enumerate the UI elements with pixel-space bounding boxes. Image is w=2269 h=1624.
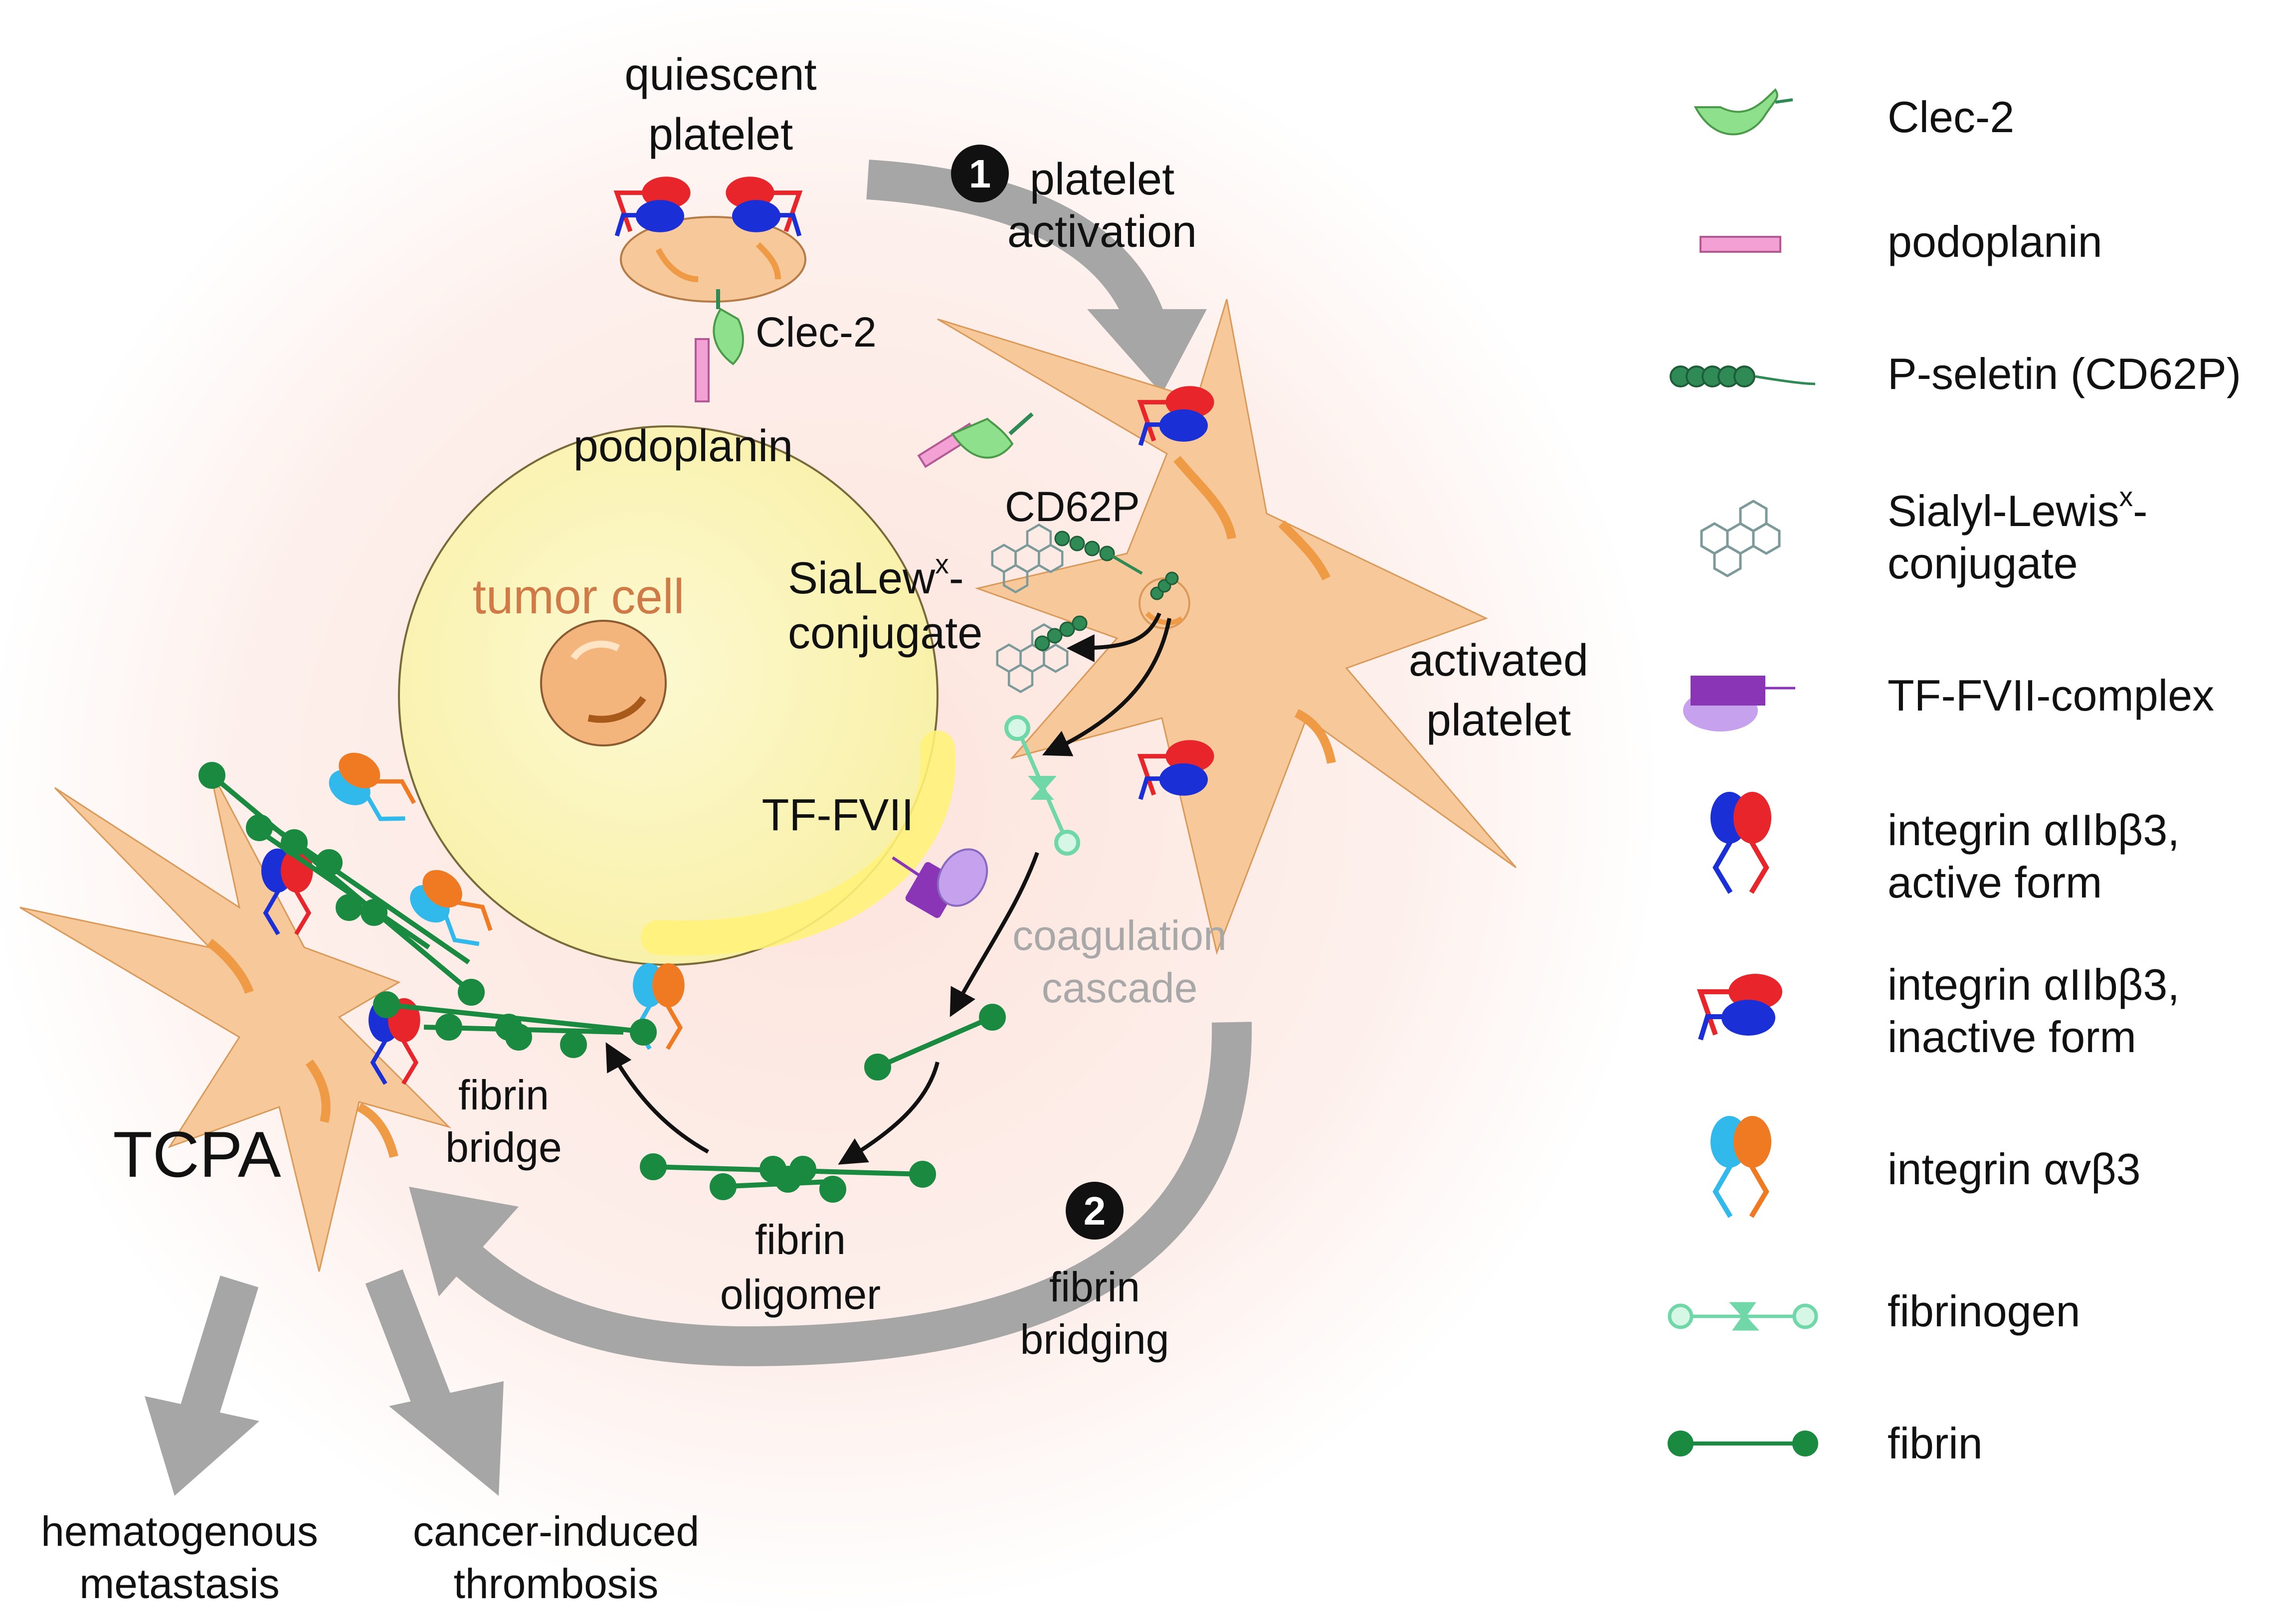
legend-label-2: conjugate	[1888, 539, 2078, 588]
fibrin-bridging-label-2: bridging	[1020, 1316, 1169, 1363]
legend-label: P-seletin (CD62P)	[1888, 349, 2241, 398]
activated-platelet-label-2: platelet	[1426, 696, 1571, 745]
legend-integrin-inactive: integrin αIIbβ3, inactive form	[1701, 960, 2180, 1062]
legend-label-1: integrin αIIbβ3,	[1888, 805, 2180, 855]
sialew-label-2: conjugate	[788, 608, 982, 658]
tcpa-label: TCPA	[113, 1118, 281, 1191]
outcome-arrows	[145, 1269, 504, 1496]
hematogenous-label-1: hematogenous	[41, 1508, 318, 1555]
fibrin-icon	[1668, 1431, 1818, 1456]
legend-label: podoplanin	[1888, 217, 2102, 266]
legend-label: fibrinogen	[1888, 1286, 2080, 1336]
fibrin-bridge-fibers	[198, 762, 657, 1058]
legend-label-2: inactive form	[1888, 1012, 2136, 1062]
sialyl-sup: x	[2119, 481, 2133, 512]
step1-number: 1	[969, 152, 991, 196]
clec2-icon	[1694, 88, 1793, 136]
step2-number: 2	[1084, 1189, 1106, 1233]
sialyl-dash: -	[2133, 486, 2147, 536]
coagulation-label-2: cascade	[1042, 964, 1198, 1011]
fibrin-oligomer	[640, 1153, 936, 1203]
step1-marker: 1	[951, 145, 1009, 202]
quiescent-platelet	[617, 177, 806, 303]
legend-label-1: Sialyl-Lewisx-	[1888, 481, 2147, 536]
legend-tf-fvii: TF-FVII-complex	[1683, 671, 2214, 731]
p-selectin-icon	[1670, 365, 1816, 387]
legend-fibrin: fibrin	[1668, 1419, 1983, 1468]
platelet-activation-arrow	[866, 160, 1207, 394]
clec2-podoplanin-contact	[695, 289, 744, 402]
thrombosis-label-2: thrombosis	[454, 1560, 659, 1607]
hematogenous-label-2: metastasis	[79, 1560, 279, 1607]
integrin-inactive-icon	[1701, 974, 1782, 1040]
integrin-avb3-icon	[1710, 1116, 1771, 1217]
legend-label: TF-FVII-complex	[1888, 671, 2214, 720]
fibrin-bridging-arrow	[409, 1022, 1252, 1367]
tf-fvii-on-cell	[892, 848, 988, 918]
legend-label-1: integrin αIIbβ3,	[1888, 960, 2180, 1009]
sialyl-lewis-icon	[1702, 501, 1779, 576]
fibrinogen-molecule	[1004, 715, 1080, 856]
legend-label: fibrin	[1888, 1419, 1983, 1468]
podoplanin-label: podoplanin	[573, 421, 793, 471]
clec2-label: Clec-2	[756, 309, 877, 356]
quiescent-platelet-label-1: quiescent	[624, 50, 816, 100]
activated-platelet-label-1: activated	[1409, 636, 1588, 686]
tumor-cell	[398, 425, 956, 966]
step2-marker: 2	[1066, 1182, 1124, 1240]
legend-clec2: Clec-2	[1694, 88, 2014, 142]
clec2-podoplanin-side	[917, 412, 1034, 468]
coagulation-label-1: coagulation	[1012, 912, 1227, 959]
fibrin-oligomer-label-1: fibrin	[755, 1216, 846, 1263]
sialew-text: SiaLew	[788, 553, 936, 603]
tumor-cell-label: tumor cell	[473, 569, 685, 624]
sialew-label-1: SiaLewx-	[788, 548, 964, 603]
fibrin-bridge-label-2: bridge	[445, 1124, 562, 1171]
fibrin-bridge-label-1: fibrin	[458, 1072, 549, 1118]
thrombosis-label-1: cancer-induced	[413, 1508, 699, 1555]
fibrinogen-icon	[1668, 1302, 1818, 1331]
legend: Clec-2 podoplanin P-seletin (CD62P) Sial…	[1668, 88, 2241, 1468]
sialew-sup: x	[935, 548, 949, 579]
legend-label: Clec-2	[1888, 92, 2014, 142]
coagulation-cascade	[605, 852, 1039, 1165]
legend-integrin-avb3: integrin αvβ3	[1710, 1116, 2141, 1217]
platelet-activation-label-2: activation	[1007, 207, 1197, 257]
legend-label-2: active form	[1888, 858, 2102, 907]
cd62p-label: CD62P	[1005, 483, 1140, 530]
selectin-sialyl-binding	[992, 525, 1179, 756]
sialyl-text: Sialyl-Lewis	[1888, 486, 2119, 536]
tcpa-platelet	[19, 767, 452, 1272]
legend-fibrinogen: fibrinogen	[1668, 1286, 2080, 1336]
legend-p-selectin: P-seletin (CD62P)	[1670, 349, 2241, 398]
fibrin-oligomer-label-2: oligomer	[720, 1271, 881, 1318]
legend-integrin-active: integrin αIIbβ3, active form	[1710, 792, 2180, 907]
legend-label: integrin αvβ3	[1888, 1144, 2141, 1194]
podoplanin-icon	[1700, 236, 1781, 253]
fibrin-bridging-label-1: fibrin	[1049, 1263, 1140, 1310]
integrin-active-icon	[1710, 792, 1771, 893]
legend-sialyl-lewis: Sialyl-Lewisx- conjugate	[1702, 481, 2147, 588]
tf-fvii-label: TF-FVII	[762, 790, 914, 840]
quiescent-platelet-label-2: platelet	[648, 110, 793, 160]
legend-podoplanin: podoplanin	[1700, 217, 2102, 266]
platelet-activation-label-1: platelet	[1030, 155, 1174, 204]
sialew-dash: -	[949, 553, 964, 603]
tumor-nucleus	[540, 620, 667, 746]
tf-fvii-complex-icon	[1683, 676, 1795, 731]
